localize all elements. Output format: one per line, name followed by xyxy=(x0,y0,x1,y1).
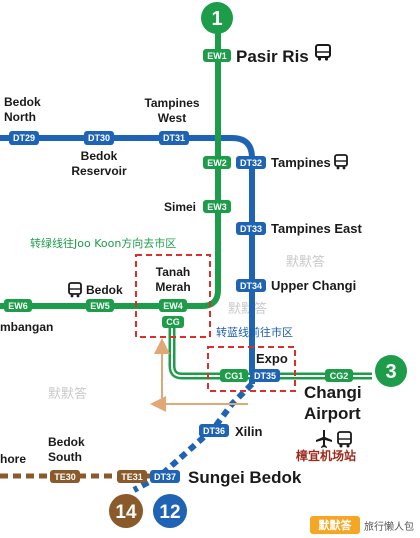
station-name-bedok-south: Bedok xyxy=(48,435,85,449)
station-code: DT29 xyxy=(13,133,35,143)
station-name-bedok-reservoir: Reservoir xyxy=(71,164,127,178)
station-code: EW6 xyxy=(8,301,28,311)
expo-highlight xyxy=(207,346,296,392)
station-code: EW1 xyxy=(207,51,227,61)
line-1-number: 1 xyxy=(211,8,222,30)
station-code: DT34 xyxy=(240,281,262,291)
station-code: DT33 xyxy=(240,224,262,234)
station-code: EW3 xyxy=(207,202,227,212)
station-name-simei: Simei xyxy=(164,200,196,214)
station-name-tampines: Tampines xyxy=(271,155,331,170)
line-3-badge xyxy=(375,355,407,387)
logo-tagline: 旅行懒人包 xyxy=(364,520,414,533)
line-12-number: 12 xyxy=(159,502,180,523)
station-name-changi-airport: Changi xyxy=(304,383,362,402)
station-name-tampines-east: Tampines East xyxy=(271,221,362,236)
line-3-number: 3 xyxy=(385,361,396,383)
station-name-sungei-bedok: Sungei Bedok xyxy=(188,468,302,487)
line-12-badge xyxy=(153,494,187,528)
station-code: TE30 xyxy=(54,472,76,482)
station-name-pasir-ris: Pasir Ris xyxy=(236,47,309,66)
station-name-upper-changi: Upper Changi xyxy=(271,278,356,293)
watermark: 默默答 xyxy=(228,301,267,317)
bus-icon xyxy=(315,44,331,61)
station-name-expo: Expo xyxy=(256,351,288,366)
station-code: CG1 xyxy=(225,371,244,381)
line-1-badge xyxy=(201,2,233,34)
airport-chinese-name: 樟宜机场站 xyxy=(296,448,356,463)
logo-text: 默默答 xyxy=(319,518,353,532)
station-code: DT35 xyxy=(254,371,276,381)
station-name-bedok: Bedok xyxy=(86,283,123,297)
watermark: 默默答 xyxy=(48,386,87,402)
station-name-changi-airport: Airport xyxy=(304,404,361,423)
station-code: DT36 xyxy=(203,426,225,436)
bus-icon xyxy=(68,282,82,298)
brand-logo: 默默答 旅行懒人包 xyxy=(310,516,414,534)
watermark: 默默答 xyxy=(286,254,325,270)
east-west-line-track xyxy=(0,32,221,309)
station-name-tampines-west: Tampines xyxy=(144,96,199,110)
bus-icon xyxy=(337,431,352,448)
transfer-note-blue: 转蓝线前往市区 xyxy=(216,325,293,339)
station-name-tampines-west: West xyxy=(158,111,186,125)
station-name-bedok-north: North xyxy=(4,110,36,124)
station-name-tanah-merah: Merah xyxy=(155,280,190,294)
station-name-bedok-north: Bedok xyxy=(4,95,41,109)
line-14-badge xyxy=(109,494,143,528)
station-code: TE31 xyxy=(121,472,143,482)
station-name-xilin: Xilin xyxy=(235,424,263,439)
station-name-kembangan: mbangan xyxy=(0,320,53,334)
transfer-note-green: 转绿线往Joo Koon方向去市区 xyxy=(30,236,176,250)
downtown-line-extension xyxy=(132,381,255,493)
station-code: DT37 xyxy=(154,472,176,482)
station-code: DT31 xyxy=(163,133,185,143)
station-name-bayshore: hore xyxy=(0,452,26,466)
station-name-tanah-merah: Tanah xyxy=(156,265,190,279)
station-code: EW4 xyxy=(163,301,183,311)
station-name-bedok-south: South xyxy=(48,450,82,464)
tanah-merah-highlight xyxy=(135,254,211,338)
airplane-icon xyxy=(316,430,332,448)
station-name-bedok-reservoir: Bedok xyxy=(81,149,118,163)
station-code: CG xyxy=(166,317,180,327)
station-code: DT32 xyxy=(240,158,262,168)
station-code: EW5 xyxy=(90,301,110,311)
station-code: CG2 xyxy=(330,371,349,381)
station-code: DT30 xyxy=(88,133,110,143)
bus-icon xyxy=(334,154,348,170)
station-code: EW2 xyxy=(207,158,227,168)
line-14-number: 14 xyxy=(115,502,137,523)
